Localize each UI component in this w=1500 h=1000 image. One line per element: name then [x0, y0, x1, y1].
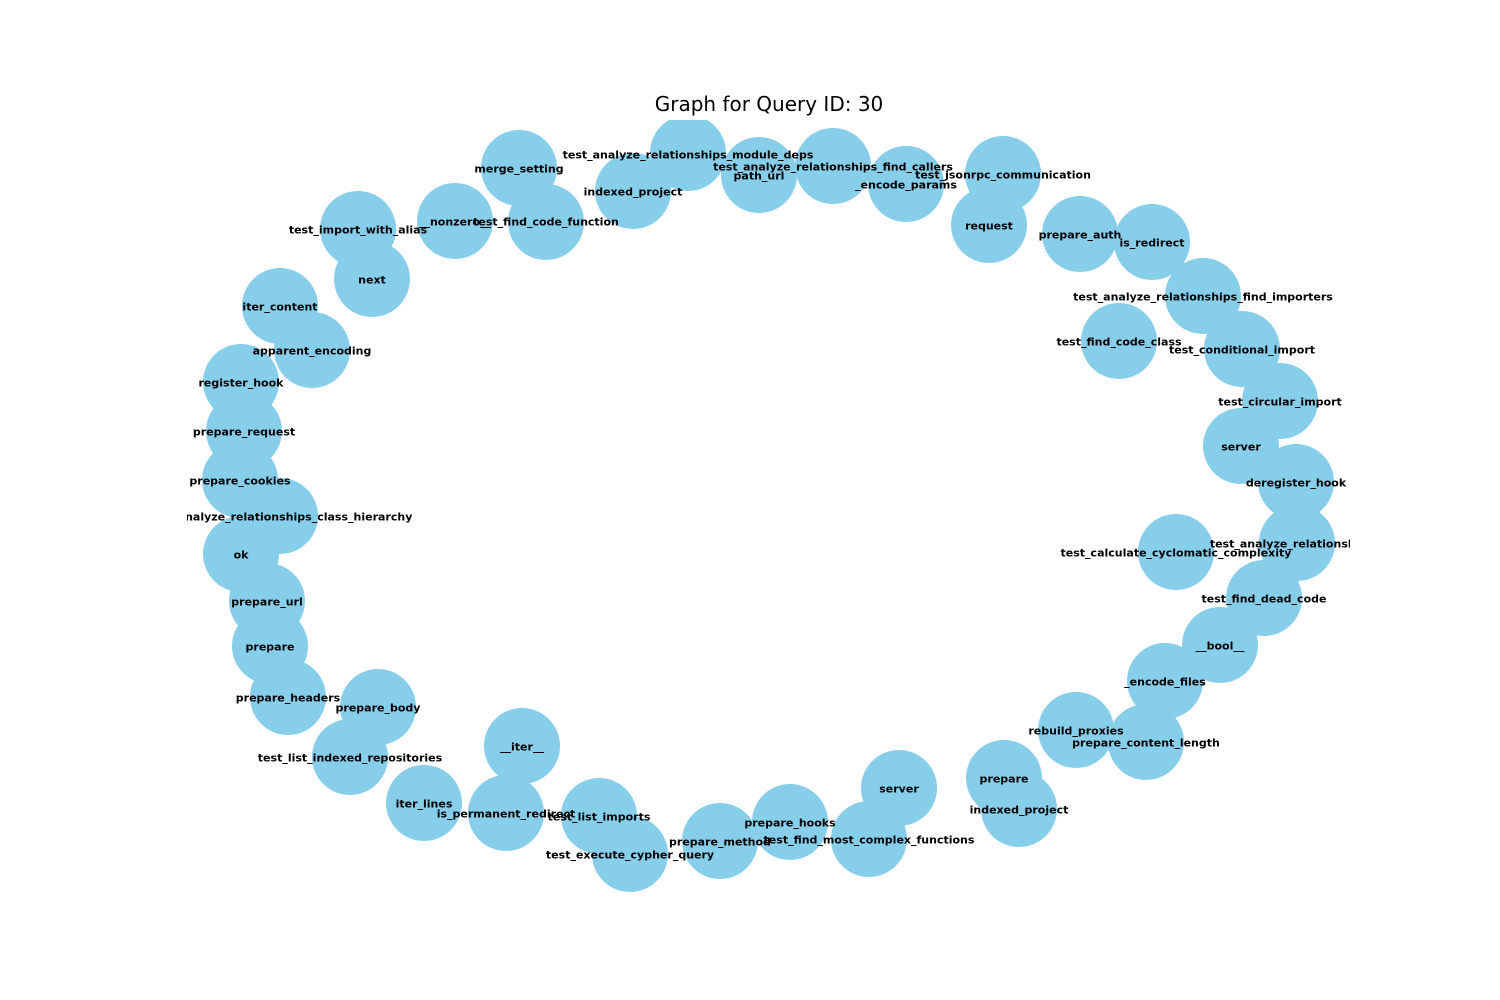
node-label: test_list_imports — [548, 811, 651, 824]
node-label: merge_setting — [474, 163, 563, 176]
node-label: iter_lines — [396, 798, 453, 811]
node-label: test_conditional_import — [1169, 344, 1315, 357]
graph-node — [1108, 704, 1184, 780]
node-label: deregister_hook — [1246, 477, 1347, 490]
graph-node — [1165, 258, 1241, 334]
graph-node — [1038, 692, 1114, 768]
node-label: prepare_body — [336, 702, 421, 715]
node-label: prepare_cookies — [189, 475, 291, 488]
node-label: test_analyze_relationships_module_deps — [563, 149, 814, 162]
graph-node — [1138, 514, 1214, 590]
graph-node — [1259, 505, 1335, 581]
graph-node — [1127, 643, 1203, 719]
node-label: test_list_indexed_repositories — [258, 752, 443, 765]
node-label: register_hook — [199, 377, 285, 390]
graph-node — [312, 719, 388, 795]
node-label: test_jsonrpc_communication — [915, 169, 1091, 182]
node-label: iter_content — [242, 301, 317, 314]
graph-node — [1081, 303, 1157, 379]
node-label: rebuild_proxies — [1028, 725, 1124, 738]
node-label: test_analyze_relationships_f — [1210, 538, 1385, 551]
graph-node — [595, 153, 671, 229]
graph-node — [650, 120, 726, 191]
node-label: test_analyze_relationships_find_importer… — [1073, 291, 1333, 304]
graph-node — [1042, 196, 1118, 272]
node-label: prepare_content_length — [1072, 737, 1220, 750]
node-label: test_find_code_class — [1056, 336, 1182, 349]
graph-node — [468, 775, 544, 851]
node-label: test_circular_import — [1218, 396, 1342, 409]
graph-node — [417, 183, 493, 259]
node-labels: test_analyze_relationships_module_depspa… — [148, 149, 1385, 862]
node-label: _encode_files — [1124, 676, 1206, 689]
node-label: request — [965, 220, 1013, 233]
graph-node — [484, 708, 560, 784]
node-label: prepare_method — [669, 836, 771, 849]
graph-node — [1114, 204, 1190, 280]
node-label: test_calculate_cyclomatic_complexity — [1061, 547, 1292, 560]
node-label: __bool__ — [1196, 640, 1245, 653]
node-label: ok — [234, 549, 250, 562]
node-label: test_execute_cypher_query — [546, 849, 714, 862]
node-label: prepare_headers — [236, 692, 341, 705]
graph-node — [861, 750, 937, 826]
graph-node — [1204, 311, 1280, 387]
node-label: server — [879, 783, 919, 796]
node-label: test_find_most_complex_functions — [764, 834, 975, 847]
graph-node — [1258, 444, 1334, 520]
graph-node — [682, 803, 758, 879]
node-label: test_import_with_alias — [289, 224, 428, 237]
graph-node — [981, 771, 1057, 847]
node-label: prepare — [980, 773, 1029, 786]
node-label: apparent_encoding — [253, 345, 372, 358]
node-label: prepare — [246, 641, 295, 654]
node-label: prepare_url — [231, 596, 302, 609]
node-label: next — [358, 274, 386, 287]
graph-node — [1226, 560, 1302, 636]
graph-node — [334, 241, 410, 317]
graph-node — [274, 312, 350, 388]
graph-node — [795, 128, 871, 204]
node-label: test_analyze_relationships_find_callers — [713, 161, 953, 174]
node-circles — [202, 120, 1335, 892]
node-label: server — [1221, 441, 1261, 454]
node-label: indexed_project — [970, 804, 1069, 817]
graph-node — [386, 765, 462, 841]
node-label: test_analyze_relationships_class_hierarc… — [148, 511, 413, 524]
node-label: prepare_hooks — [744, 817, 836, 830]
graph-node — [592, 816, 668, 892]
node-label: __iter__ — [500, 741, 544, 754]
graph-node — [250, 659, 326, 735]
graph-node — [508, 184, 584, 260]
graph-node — [752, 784, 828, 860]
node-label: _encode_params — [855, 179, 957, 192]
node-label: test_find_dead_code — [1202, 593, 1327, 606]
node-label: test_find_code_function — [473, 216, 619, 229]
node-label: prepare_auth — [1039, 229, 1122, 242]
node-label: is_permanent_redirect — [437, 808, 576, 821]
node-label: path_url — [734, 170, 785, 183]
node-label: indexed_project — [584, 186, 683, 199]
graph-node — [951, 187, 1027, 263]
node-label: __nonzero__ — [419, 216, 492, 229]
node-label: is_redirect — [1119, 237, 1184, 250]
graph-node — [1242, 363, 1318, 439]
graph-node — [721, 137, 797, 213]
node-label: prepare_request — [193, 426, 295, 439]
graph-node — [868, 146, 944, 222]
graph-title: Graph for Query ID: 30 — [654, 92, 884, 116]
